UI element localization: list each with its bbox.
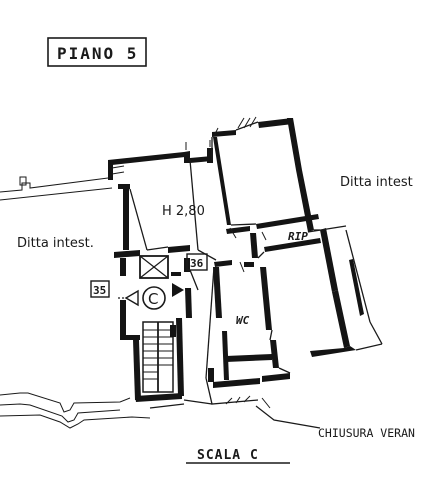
room-height-label: H 2,80 bbox=[162, 204, 205, 219]
stair-circle bbox=[142, 286, 166, 310]
left-arrow-icon bbox=[124, 289, 139, 307]
stair-letter: C bbox=[148, 290, 158, 308]
storage-label: RIP bbox=[288, 230, 308, 243]
right-arrow-icon bbox=[172, 283, 184, 297]
unit-35-label: 35 bbox=[93, 284, 106, 297]
title-frame bbox=[47, 37, 147, 67]
unit-36-label: 36 bbox=[190, 257, 204, 270]
lift-shaft bbox=[139, 255, 169, 279]
closure-leader bbox=[255, 405, 321, 429]
openings bbox=[111, 116, 271, 409]
unit-left-label: Ditta intest. bbox=[17, 236, 94, 251]
walls bbox=[108, 118, 364, 402]
stair-markers bbox=[118, 283, 184, 310]
toilet-label: WC bbox=[236, 314, 250, 327]
unit-right-label: Ditta intest bbox=[340, 175, 413, 190]
closure-note: CHIUSURA VERAN bbox=[318, 426, 415, 440]
unit-36-box bbox=[186, 253, 208, 271]
staircase bbox=[142, 321, 214, 393]
stair-caption: SCALA C bbox=[197, 448, 259, 463]
unit-35-box bbox=[90, 280, 110, 298]
floor-title: PIANO 5 bbox=[57, 44, 138, 63]
